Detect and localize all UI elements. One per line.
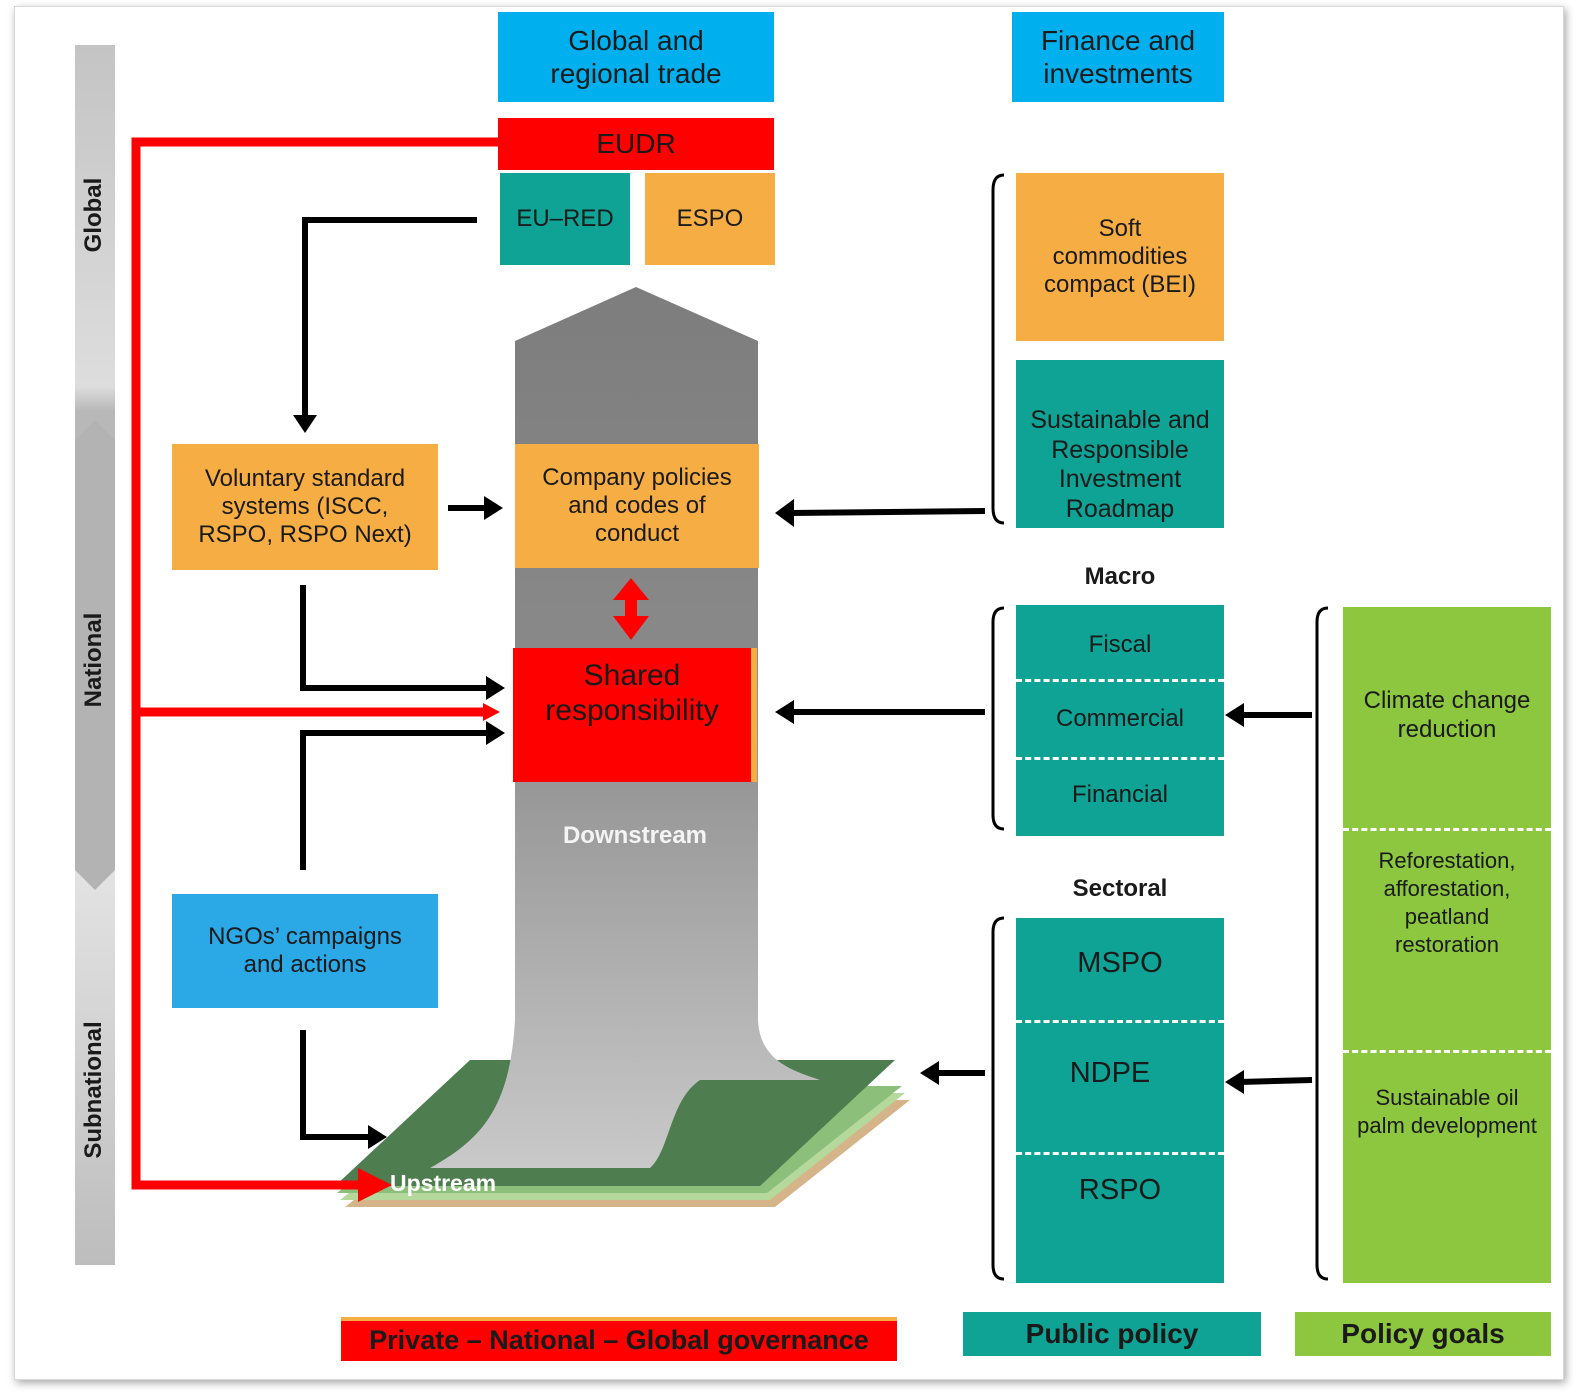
- global-trade-label: Global and regional trade: [550, 24, 722, 89]
- eu-red-box: EU–RED: [500, 173, 630, 265]
- macro-box: Fiscal Commercial Financial: [1016, 605, 1224, 836]
- sustainable-investment-box: Sustainable and Responsible Investment R…: [1016, 360, 1224, 528]
- scale-bar: [75, 45, 115, 1265]
- macro-item-fiscal: Fiscal: [1088, 631, 1152, 658]
- goal-climate: Climate change reduction: [1363, 687, 1531, 743]
- soft-commodities-box: Soft commodities compact (BEI): [1016, 173, 1224, 341]
- finance-box: Finance and investments: [1012, 12, 1224, 102]
- sectoral-item-mspo: MSPO: [1077, 947, 1163, 979]
- legend-policy-goals: Policy goals: [1295, 1312, 1551, 1356]
- global-trade-box: Global and regional trade: [498, 12, 774, 102]
- black-arrows: [300, 217, 1313, 1140]
- sectoral-divider-2: [1016, 1152, 1224, 1155]
- macro-divider-2: [1016, 757, 1224, 760]
- company-box: Company policies and codes of conduct: [515, 444, 759, 568]
- double-arrow: [613, 578, 649, 640]
- goal-oil-palm: Sustainable oil palm development: [1357, 1085, 1537, 1139]
- ngo-box: NGOs’ campaigns and actions: [172, 894, 438, 1008]
- espo-label: ESPO: [676, 204, 744, 232]
- espo-box: ESPO: [645, 173, 775, 265]
- sectoral-divider-1: [1016, 1020, 1224, 1023]
- shared-label: Shared responsibility: [545, 659, 719, 728]
- upstream-label: Upstream: [390, 1170, 497, 1196]
- shared-box: Shared responsibility: [513, 648, 757, 782]
- sustainable-investment-label: Sustainable and Responsible Investment R…: [1030, 406, 1210, 523]
- level-global: Global: [80, 177, 107, 253]
- level-national: National: [80, 612, 107, 708]
- policy-goals-box: Climate change reduction Reforestation, …: [1343, 607, 1551, 1283]
- macro-item-financial: Financial: [1071, 781, 1169, 808]
- governance-arrow-shared: [483, 703, 500, 721]
- finance-label: Finance and investments: [1040, 24, 1196, 89]
- goal-divider-1: [1343, 828, 1551, 831]
- goal-reforestation: Reforestation, afforestation, peatland r…: [1378, 848, 1516, 958]
- company-label: Company policies and codes of conduct: [542, 463, 732, 548]
- sectoral-item-ndpe: NDPE: [1069, 1057, 1151, 1089]
- brackets: [991, 173, 1329, 1281]
- downstream-label: Downstream: [562, 822, 708, 849]
- legend-governance: Private – National – Global governance: [341, 1317, 897, 1361]
- legend-public-policy-label: Public policy: [1025, 1318, 1199, 1350]
- eu-red-label: EU–RED: [516, 204, 614, 232]
- goal-divider-2: [1343, 1050, 1551, 1053]
- legend-policy-goals-label: Policy goals: [1341, 1318, 1505, 1350]
- macro-divider-1: [1016, 679, 1224, 682]
- governance-line: [131, 137, 500, 1190]
- voluntary-label: Voluntary standard systems (ISCC, RSPO, …: [198, 464, 412, 549]
- level-subnational: Subnational: [80, 1021, 107, 1159]
- sectoral-label: Sectoral: [1072, 875, 1168, 902]
- macro-label: Macro: [1084, 563, 1156, 590]
- voluntary-box: Voluntary standard systems (ISCC, RSPO, …: [172, 444, 438, 570]
- macro-item-commercial: Commercial: [1055, 705, 1184, 732]
- ngo-label: NGOs’ campaigns and actions: [208, 922, 402, 978]
- eudr-label: EUDR: [596, 128, 676, 160]
- black-arrow-heads: [293, 415, 1244, 1149]
- soft-commodities-label: Soft commodities compact (BEI): [1043, 214, 1197, 299]
- sectoral-box: MSPO NDPE RSPO: [1016, 918, 1224, 1283]
- eudr-box: EUDR: [498, 118, 774, 170]
- legend-governance-label: Private – National – Global governance: [369, 1325, 869, 1356]
- governance-arrow-upstream: [358, 1168, 392, 1202]
- legend-public-policy: Public policy: [963, 1312, 1261, 1356]
- sectoral-item-rspo: RSPO: [1078, 1174, 1162, 1206]
